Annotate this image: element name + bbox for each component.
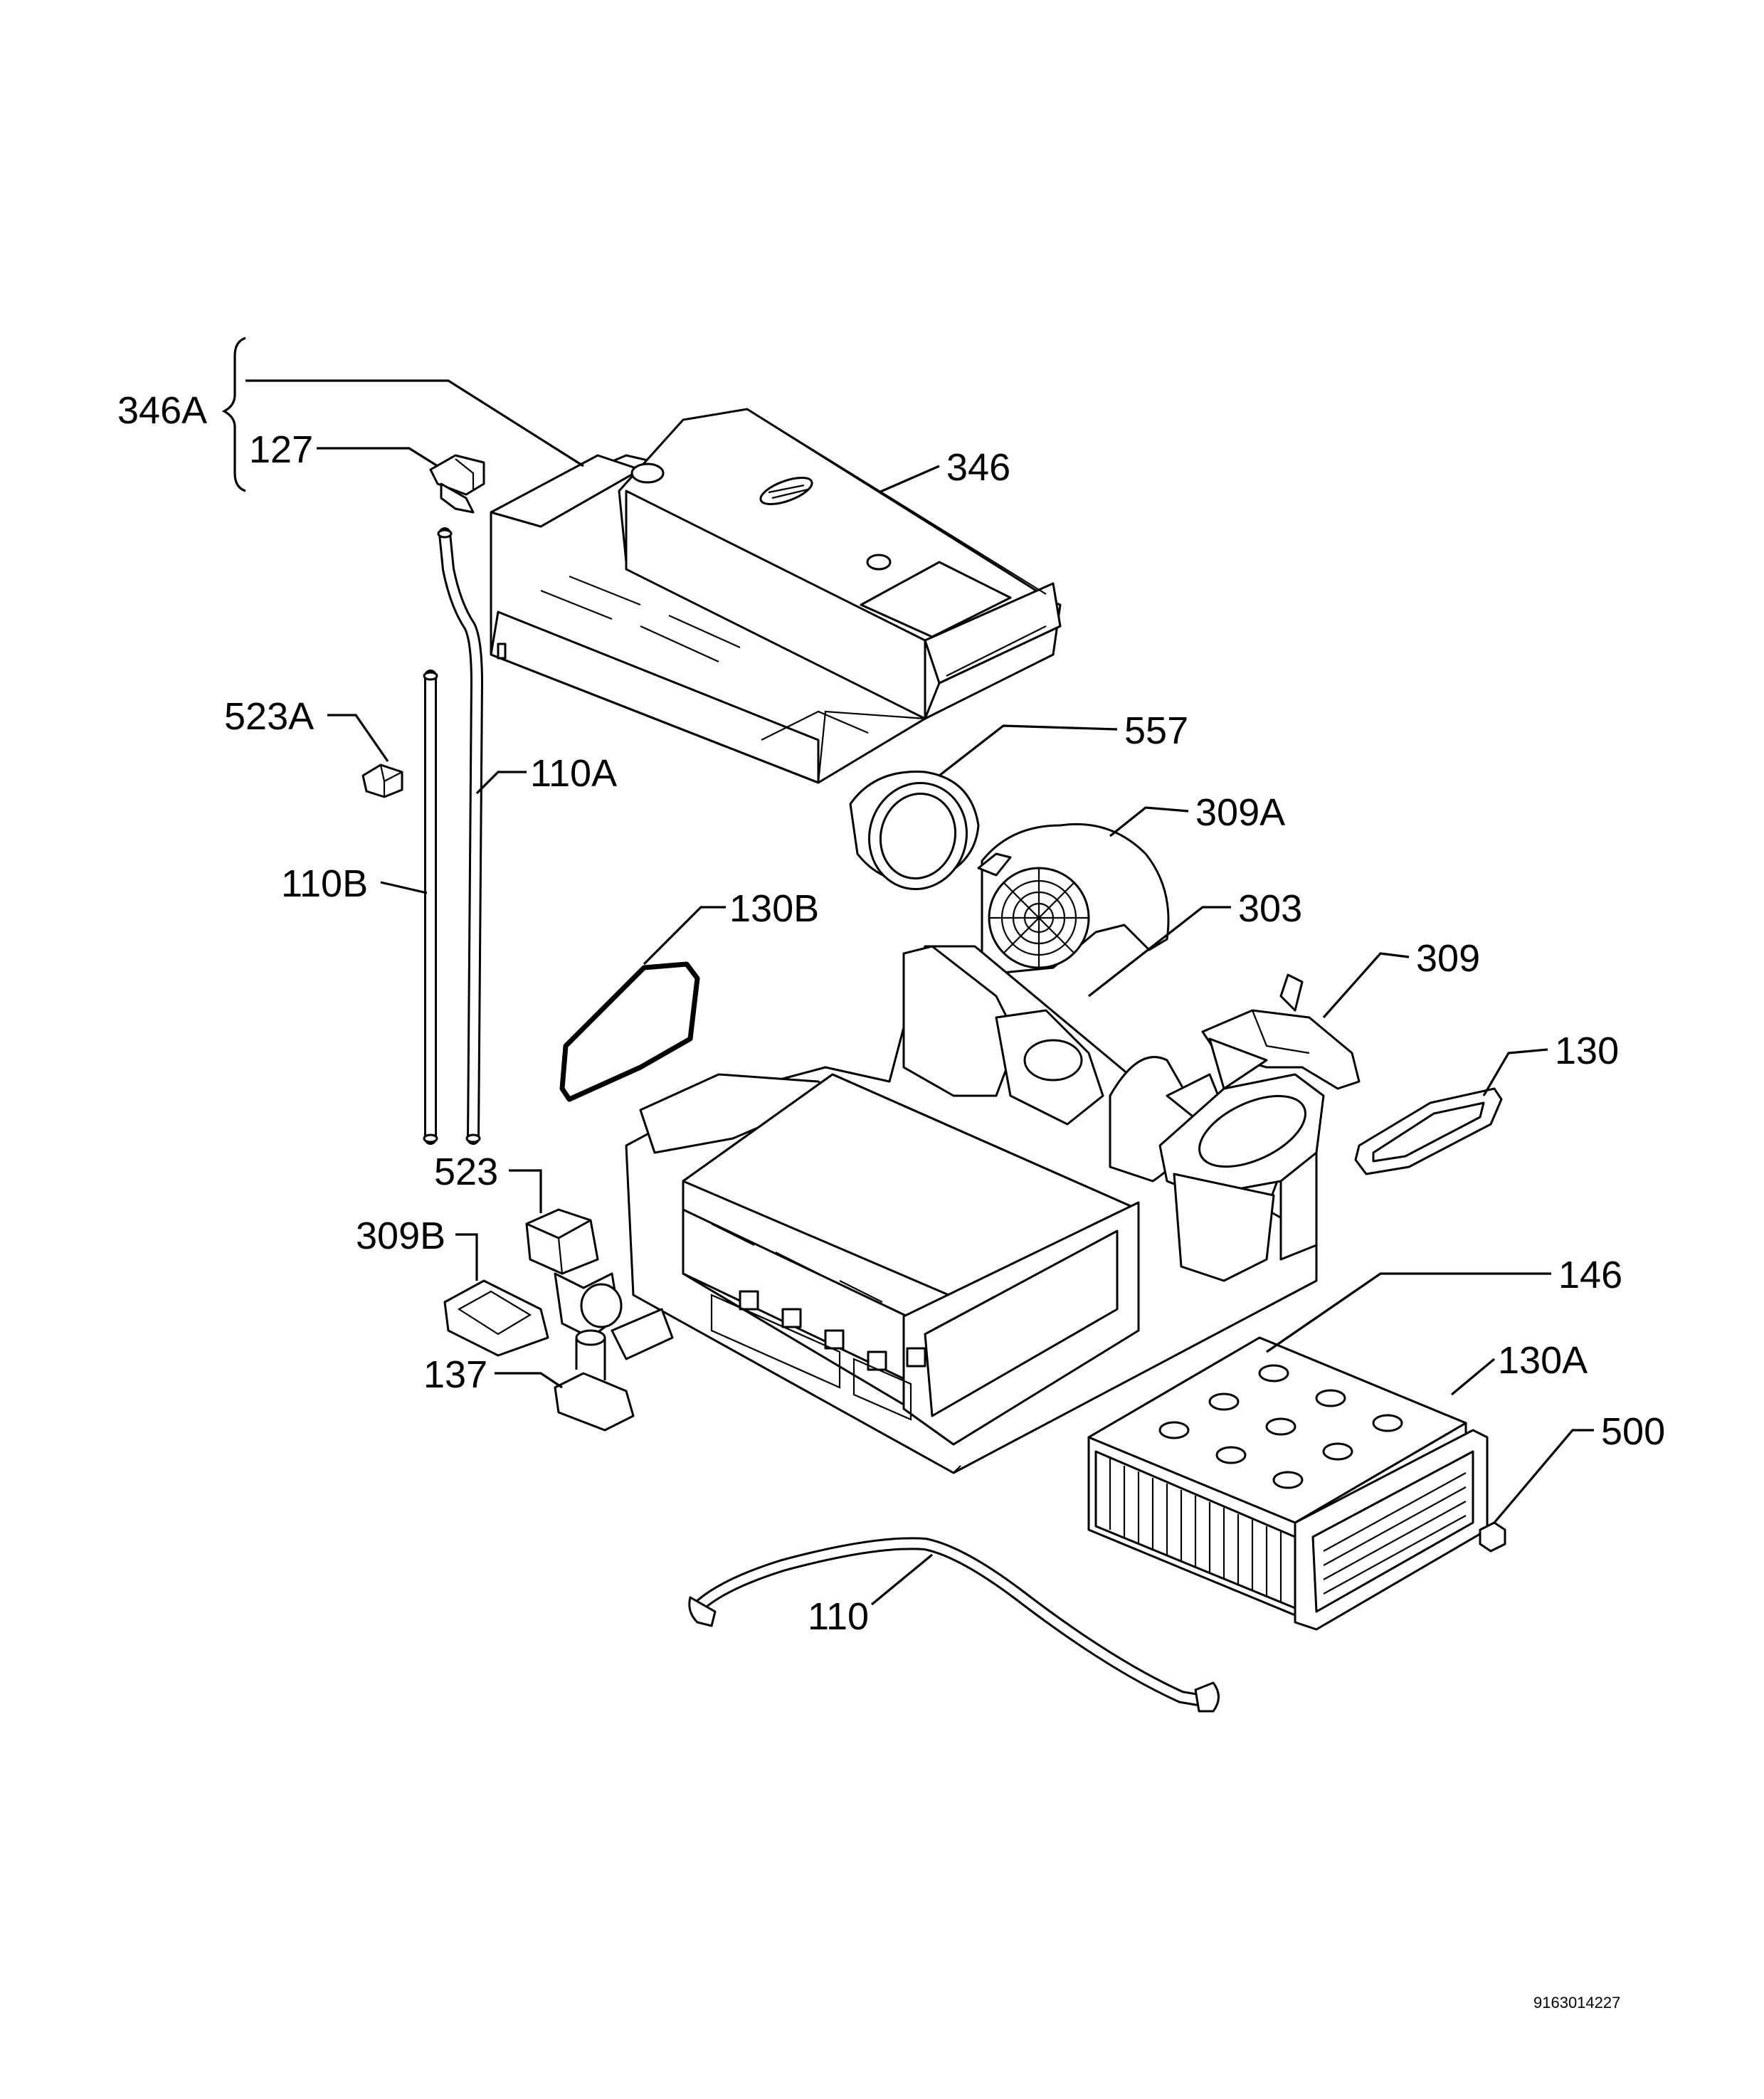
- part-130-gasket: [1354, 1087, 1503, 1175]
- leader-lines: [221, 337, 1594, 1606]
- label-130: 130: [1555, 1030, 1619, 1072]
- part-523-valve-support: [525, 1208, 674, 1360]
- label-110B: 110B: [281, 862, 368, 905]
- label-346: 346: [946, 446, 1010, 489]
- label-127: 127: [249, 428, 313, 471]
- label-346A: 346A: [117, 389, 207, 432]
- label-309A: 309A: [1195, 791, 1285, 834]
- part-309B-bracket: [443, 1279, 549, 1357]
- label-130B: 130B: [729, 887, 819, 930]
- leader-346A-brace: [221, 337, 246, 492]
- leader-309A: [1109, 806, 1189, 837]
- leader-346A: [245, 379, 584, 467]
- label-137: 137: [423, 1353, 487, 1396]
- part-303-base-frame: [625, 945, 1325, 1474]
- label-110: 110: [808, 1595, 869, 1638]
- label-303: 303: [1238, 887, 1302, 930]
- leader-130: [1482, 1048, 1548, 1096]
- part-130B-gasket: [559, 961, 700, 1102]
- document-number: 9163014227: [1533, 1994, 1620, 2011]
- leader-523: [509, 1169, 542, 1213]
- leader-130B: [643, 906, 726, 966]
- label-309B: 309B: [356, 1215, 445, 1257]
- label-309: 309: [1416, 937, 1480, 980]
- leader-130A: [1450, 1358, 1496, 1396]
- label-557: 557: [1124, 709, 1188, 752]
- part-346-water-container-housing: [490, 408, 1062, 784]
- leader-137: [495, 1372, 563, 1389]
- leader-500: [1493, 1429, 1594, 1524]
- part-110A-tube: [437, 527, 484, 1145]
- label-130A: 130A: [1498, 1339, 1588, 1382]
- leader-127: [317, 447, 438, 467]
- part-110B-tube: [423, 670, 438, 1145]
- leader-110A: [475, 771, 527, 795]
- label-110A: 110A: [530, 752, 617, 795]
- part-110-drain-hose: [688, 1537, 1220, 1713]
- leader-303: [1088, 906, 1231, 998]
- label-146: 146: [1558, 1254, 1622, 1296]
- label-523A: 523A: [224, 695, 314, 738]
- part-557-ring-seal: [849, 771, 980, 891]
- part-labels: 346A 127 346 523A 110A 557 110B 309A 130…: [117, 389, 1665, 2011]
- part-137-pressure-sensor: [554, 1329, 635, 1432]
- part-309A-fan-housing: [977, 823, 1170, 976]
- part-309-fan-cover: [1201, 973, 1361, 1090]
- label-500: 500: [1601, 1410, 1665, 1453]
- part-127-bracket: [429, 454, 485, 514]
- leader-110B: [380, 881, 428, 894]
- leader-557: [939, 724, 1118, 777]
- leader-146: [1266, 1272, 1551, 1353]
- leader-346: [878, 465, 940, 494]
- part-130A-seal-frame: [1294, 1429, 1489, 1631]
- part-500-clip: [1479, 1521, 1506, 1553]
- leader-309: [1322, 952, 1410, 1019]
- leader-523A: [327, 714, 389, 762]
- leader-309B: [455, 1233, 478, 1281]
- part-523A-clip: [361, 763, 403, 798]
- leader-110: [870, 1553, 934, 1606]
- label-523: 523: [434, 1151, 498, 1193]
